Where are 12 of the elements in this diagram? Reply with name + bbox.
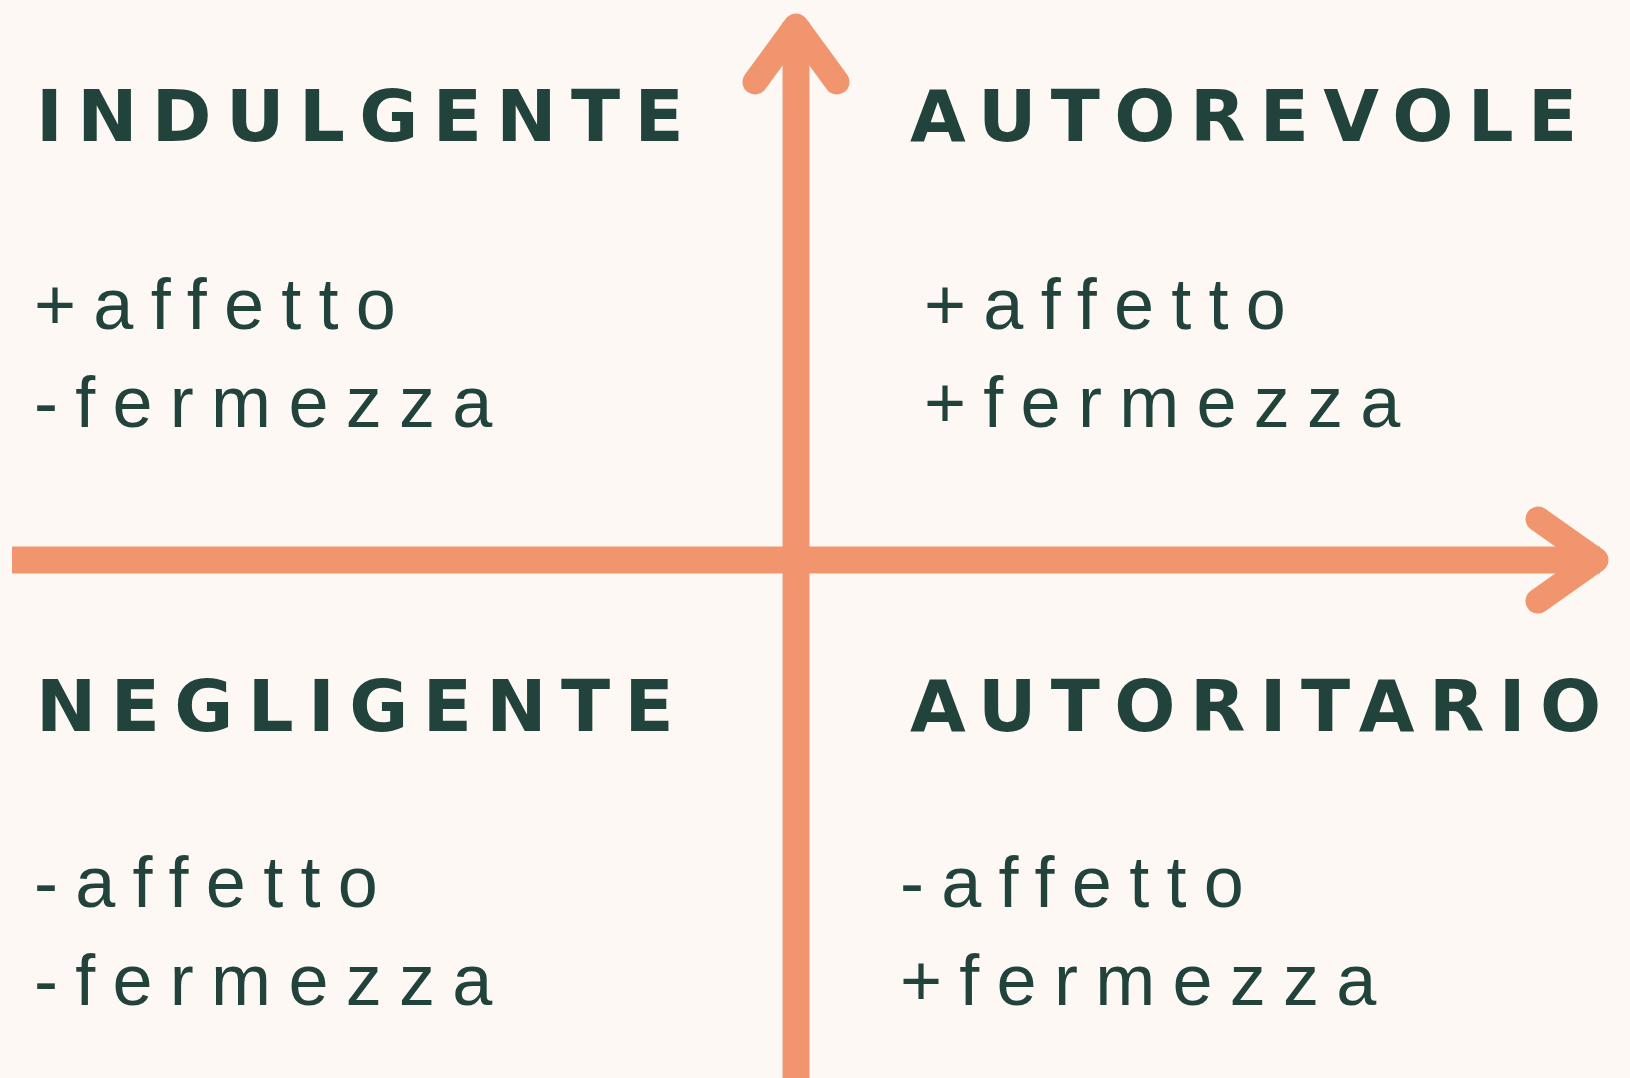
- quadrant-trait: +fermezza: [900, 944, 1394, 1016]
- quadrant-trait: +fermezza: [924, 366, 1418, 438]
- quadrant-trait: -affetto: [34, 846, 396, 918]
- quadrant-heading: AUTORITARIO: [910, 670, 1616, 742]
- quadrant-trait: -fermezza: [34, 366, 510, 438]
- quadrant-trait: +affetto: [924, 268, 1304, 340]
- quadrant-heading: INDULGENTE: [36, 80, 698, 152]
- quadrant-trait: -fermezza: [34, 944, 510, 1016]
- quadrant-heading: NEGLIGENTE: [36, 670, 689, 742]
- quadrant-trait: -affetto: [900, 846, 1262, 918]
- quadrant-heading: AUTOREVOLE: [910, 80, 1592, 152]
- quadrant-trait: +affetto: [34, 268, 414, 340]
